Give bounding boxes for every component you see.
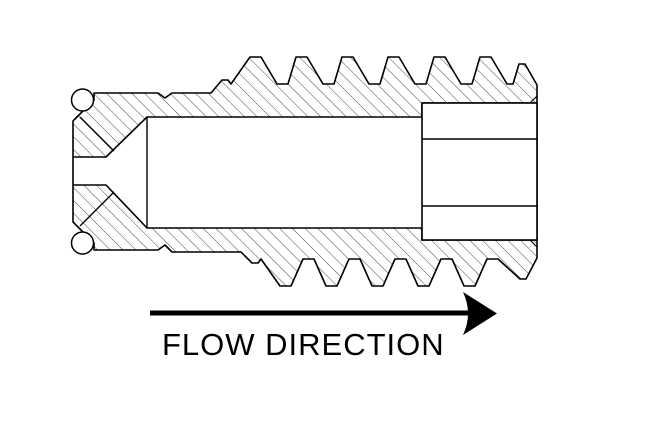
oring-top-left [70, 88, 95, 112]
hex-socket-section [421, 95, 538, 248]
flow-direction-label: FLOW DIRECTION [162, 327, 445, 362]
end-chamfer-bottom-right [529, 239, 538, 248]
inlet-chamfer-edge-top [79, 116, 115, 152]
flow-direction-annotation: FLOW DIRECTION [150, 292, 497, 362]
flow-arrow-head-icon [463, 292, 497, 335]
hex-socket-outline [421, 102, 538, 241]
end-chamfer-top-right [529, 95, 538, 104]
fitting-body-section [72, 56, 538, 287]
oring-bottom-left [70, 231, 95, 255]
inlet-chamfer-edge-bottom [79, 191, 115, 227]
